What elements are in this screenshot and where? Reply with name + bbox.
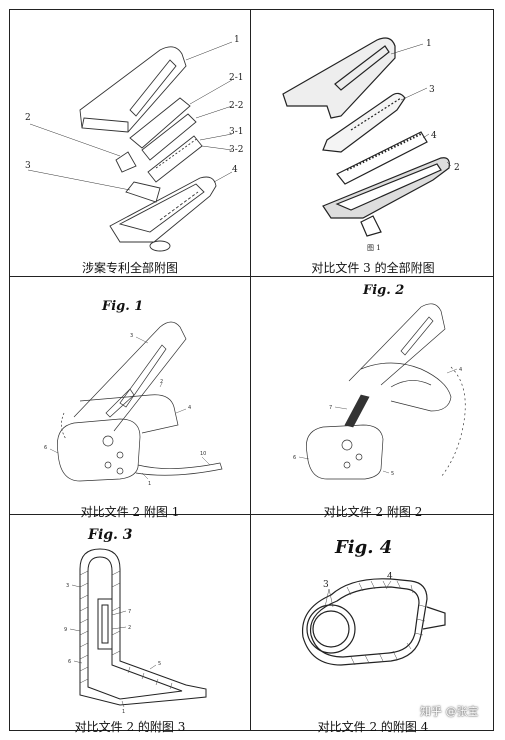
- fig3-label: 1: [122, 709, 125, 715]
- patent-label: 3-1: [229, 127, 244, 137]
- patent-label: 3-2: [229, 145, 244, 155]
- fig1-label: 2: [160, 379, 163, 385]
- panel-ref3: 1 3 4 2 图 1 对比文件 3 的全部附图: [251, 10, 495, 276]
- fig4-label: 4: [387, 572, 393, 582]
- panel-patent: 1 2-1 2-2 2 3-1 3-2 3 4 涉案专利全部附图: [10, 10, 250, 276]
- fig3-label: 7: [128, 609, 131, 615]
- panel-fig1: Fig. 1 3: [10, 277, 250, 519]
- fig1-label: 4: [188, 405, 191, 411]
- fig2-drawing: 4 7 6 5: [293, 303, 466, 480]
- patent-label: 2-1: [229, 73, 244, 83]
- figure-grid: 1 2-1 2-2 2 3-1 3-2 3 4 涉案专利全部附图: [9, 9, 495, 734]
- fig-title: Fig. 2: [363, 283, 405, 298]
- patent-exploded-drawing: 1 2-1 2-2 2 3-1 3-2 3 4: [25, 35, 244, 252]
- fig3-label: 5: [158, 661, 161, 667]
- panel-caption: 对比文件 2 的附图 3: [74, 720, 186, 734]
- panel-caption: 对比文件 3 的全部附图: [311, 261, 435, 275]
- fig3-label: 2: [128, 625, 131, 631]
- fig-title: Fig. 1: [102, 299, 144, 314]
- fig4-drawing: 3 4: [301, 572, 446, 666]
- fig2-label: 6: [293, 455, 296, 461]
- fig1-drawing: 3 2 4 6 1 10: [44, 321, 223, 487]
- patent-label: 2-2: [229, 101, 244, 111]
- fig1-label: 3: [130, 333, 133, 339]
- patent-label: 4: [232, 165, 238, 175]
- fig1-label: 6: [44, 445, 47, 451]
- grid-divider-row2: [10, 514, 493, 515]
- fig2-label: 7: [329, 405, 332, 411]
- patent-label: 2: [25, 113, 31, 123]
- panel-caption: 对比文件 2 附图 2: [323, 505, 423, 519]
- fig3-drawing: 3 7 2 9 6 5 1: [64, 548, 207, 715]
- fig2-label: 4: [459, 367, 462, 373]
- fig3-label: 3: [66, 583, 69, 589]
- ref3-label: 2: [454, 163, 460, 173]
- panel-fig2: Fig. 2 4 7 6 5: [251, 277, 495, 519]
- fig2-label: 5: [391, 471, 394, 477]
- fig4-label: 3: [323, 580, 329, 590]
- fig3-label: 9: [64, 627, 67, 633]
- fig3-label: 6: [68, 659, 71, 665]
- fig-title: Fig. 3: [88, 527, 133, 543]
- ref3-label: 1: [426, 39, 432, 49]
- ref3-exploded-drawing: 1 3 4 2 图 1: [282, 37, 460, 252]
- patent-label: 3: [25, 161, 31, 171]
- ref3-label: 4: [431, 131, 437, 141]
- panel-caption: 对比文件 2 的附图 4: [317, 720, 429, 734]
- ref3-label: 3: [429, 85, 435, 95]
- panel-fig4: Fig. 4 3 4 对比文件 2 的附图 4: [251, 515, 495, 734]
- panel-caption: 涉案专利全部附图: [81, 261, 178, 275]
- fig1-label: 10: [200, 451, 206, 457]
- patent-label: 1: [234, 35, 240, 45]
- watermark: 知乎 @张宝: [420, 705, 479, 718]
- grid-divider-vertical: [250, 10, 251, 730]
- fig1-label: 1: [148, 481, 151, 487]
- grid-divider-row1: [10, 276, 493, 277]
- ref3-sub-caption: 图 1: [367, 244, 381, 252]
- panel-fig3: Fig. 3 3 7 2: [10, 515, 250, 734]
- fig-title: Fig. 4: [335, 537, 393, 558]
- panel-caption: 对比文件 2 附图 1: [80, 505, 180, 519]
